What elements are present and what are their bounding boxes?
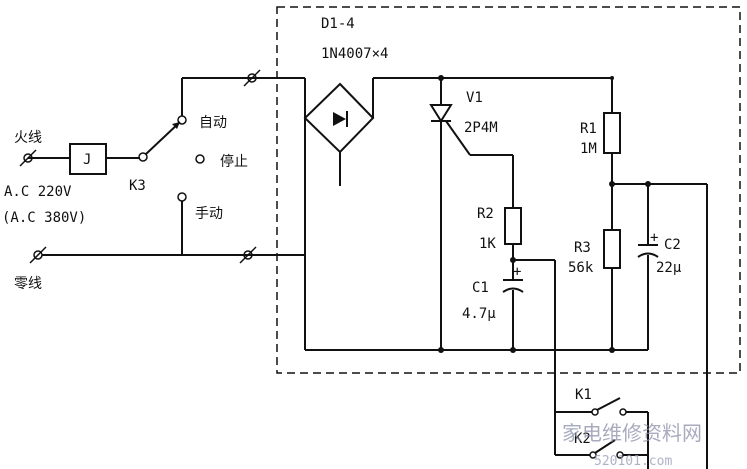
module-enclosure	[276, 6, 741, 374]
label-c2: C2	[664, 237, 681, 253]
label-r2: R2	[477, 206, 494, 222]
svg-text:+: +	[513, 264, 521, 280]
watermark-url: 520101.com	[594, 454, 672, 469]
live-line	[19, 143, 140, 175]
neutral-line	[29, 246, 305, 264]
switch-k2	[554, 420, 648, 459]
label-c1-value: 4.7μ	[462, 306, 496, 322]
label-r1: R1	[580, 121, 597, 137]
label-relay: J	[83, 152, 91, 168]
capacitor-c2	[637, 184, 659, 350]
label-ac220: A.C 220V	[4, 184, 72, 200]
label-v1: V1	[466, 90, 483, 106]
label-auto: 自动	[199, 115, 227, 131]
label-d14: D1-4	[321, 16, 355, 32]
label-v1-part: 2P4M	[464, 120, 498, 136]
label-r2-value: 1K	[479, 236, 496, 252]
resistor-r2	[504, 207, 556, 420]
resistor-r3	[603, 229, 621, 353]
label-k2: K2	[574, 431, 591, 447]
resistor-r1	[603, 76, 707, 230]
label-neutral: 零线	[14, 276, 42, 292]
selector-switch-k3	[138, 69, 305, 264]
label-bridge-part: 1N4007×4	[321, 46, 388, 62]
capacitor-c1	[502, 260, 524, 353]
label-r3-value: 56k	[568, 260, 594, 276]
bridge-rectifier	[303, 77, 612, 255]
label-live: 火线	[14, 130, 42, 146]
label-r1-value: 1M	[580, 141, 597, 157]
label-manual: 手动	[195, 206, 223, 222]
label-ac380: (A.C 380V)	[2, 210, 86, 226]
thyristor-v1	[429, 75, 514, 353]
label-k3: K3	[129, 178, 146, 194]
label-k1: K1	[575, 387, 592, 403]
watermark-text: 家电维修资料网	[562, 421, 702, 445]
switch-k1	[555, 397, 649, 469]
label-c2-value: 22μ	[656, 260, 682, 276]
label-r3: R3	[574, 240, 591, 256]
svg-text:+: +	[650, 230, 658, 246]
label-c1: C1	[472, 280, 489, 296]
label-stop: 停止	[220, 153, 248, 170]
